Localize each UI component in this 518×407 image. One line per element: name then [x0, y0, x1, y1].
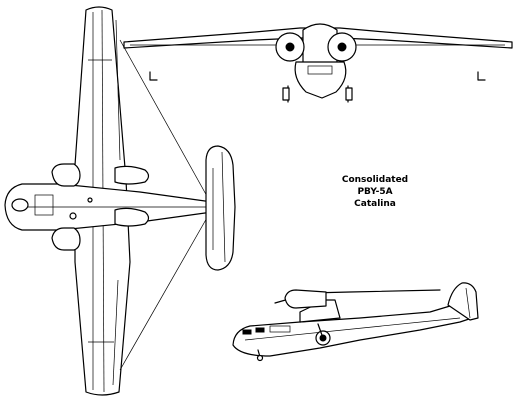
front-view: [123, 23, 513, 103]
front-float-left: [149, 71, 158, 81]
caption: Consolidated PBY-5A Catalina: [320, 174, 430, 210]
front-float-right: [477, 71, 486, 81]
caption-manufacturer: Consolidated: [341, 175, 409, 185]
plan-tailplane: [205, 145, 236, 271]
side-hull: [232, 299, 473, 357]
plan-nacelle-upper: [51, 163, 81, 187]
caption-name: Catalina: [354, 199, 396, 209]
caption-model: PBY-5A: [357, 187, 393, 197]
plan-nacelle-lower-rear: [114, 207, 150, 227]
side-fin: [447, 282, 479, 321]
side-engine: [284, 289, 327, 309]
front-hull: [294, 61, 347, 99]
plan-view: [4, 6, 236, 396]
plan-nacelle-lower: [51, 227, 81, 251]
plan-nacelle-upper-rear: [114, 165, 150, 185]
side-view: [232, 282, 479, 362]
